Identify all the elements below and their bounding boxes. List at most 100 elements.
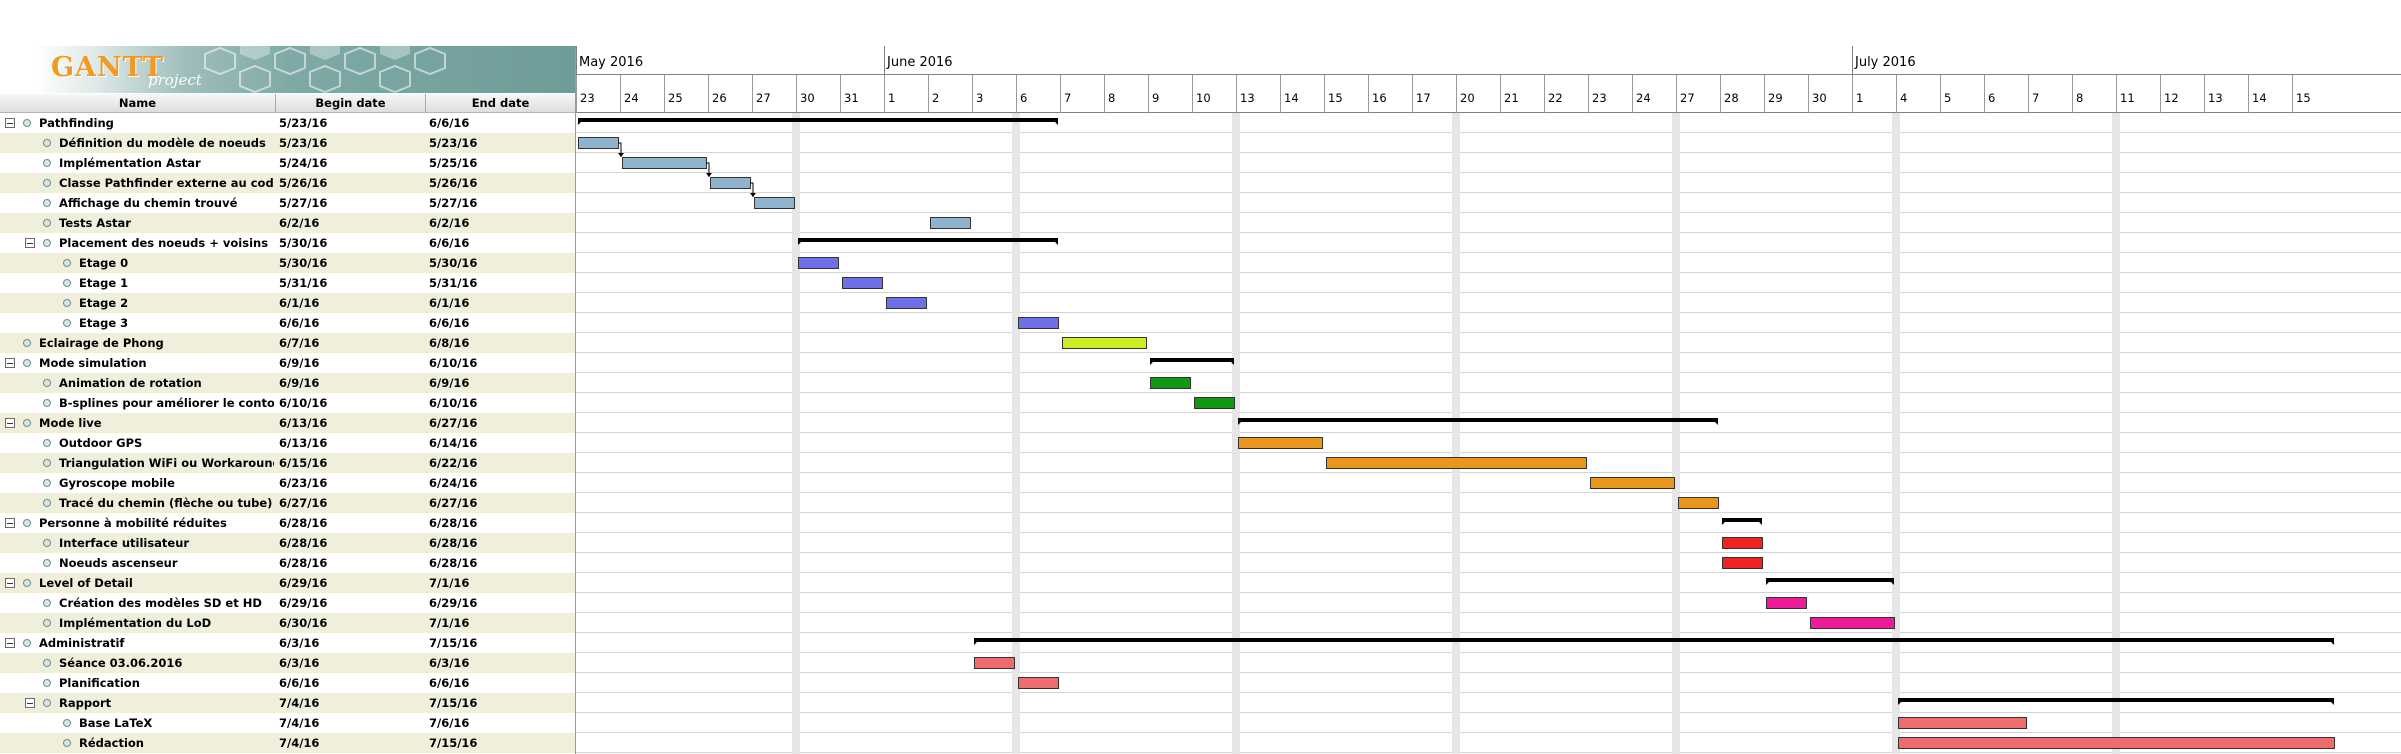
task-begin-date[interactable]: 6/28/16 bbox=[279, 536, 328, 550]
task-end-date[interactable]: 6/6/16 bbox=[429, 236, 470, 250]
task-begin-date[interactable]: 6/3/16 bbox=[279, 636, 320, 650]
task-end-date[interactable]: 7/15/16 bbox=[429, 736, 478, 750]
task-name-cell[interactable]: Création des modèles SD et HD bbox=[0, 593, 274, 613]
summary-bar[interactable] bbox=[1766, 578, 1894, 585]
task-end-date[interactable]: 5/27/16 bbox=[429, 196, 478, 210]
task-begin-date[interactable]: 6/9/16 bbox=[279, 356, 320, 370]
task-bar[interactable] bbox=[710, 177, 751, 189]
task-begin-date[interactable]: 6/28/16 bbox=[279, 516, 328, 530]
task-name-cell[interactable]: Mode simulation bbox=[0, 353, 274, 373]
task-end-date[interactable]: 7/1/16 bbox=[429, 616, 470, 630]
task-name-cell[interactable]: Level of Detail bbox=[0, 573, 274, 593]
task-name-cell[interactable]: Tracé du chemin (flèche ou tube) bbox=[0, 493, 274, 513]
task-name-cell[interactable]: Etage 1 bbox=[0, 273, 274, 293]
task-begin-date[interactable]: 6/13/16 bbox=[279, 436, 328, 450]
task-name-cell[interactable]: B-splines pour améliorer le contour bbox=[0, 393, 274, 413]
task-begin-date[interactable]: 6/23/16 bbox=[279, 476, 328, 490]
task-begin-date[interactable]: 6/3/16 bbox=[279, 656, 320, 670]
task-end-date[interactable]: 6/2/16 bbox=[429, 216, 470, 230]
collapse-toggle-icon[interactable] bbox=[5, 418, 15, 428]
task-end-date[interactable]: 5/25/16 bbox=[429, 156, 478, 170]
task-bar[interactable] bbox=[1326, 457, 1587, 469]
task-name-cell[interactable]: Définition du modèle de noeuds bbox=[0, 133, 274, 153]
task-name-cell[interactable]: Personne à mobilité réduites bbox=[0, 513, 274, 533]
table-row[interactable]: Personne à mobilité réduites 6/28/16 6/28/… bbox=[0, 513, 576, 533]
task-bar[interactable] bbox=[1810, 617, 1895, 629]
task-begin-date[interactable]: 6/7/16 bbox=[279, 336, 320, 350]
collapse-toggle-icon[interactable] bbox=[5, 578, 15, 588]
task-end-date[interactable]: 7/1/16 bbox=[429, 576, 470, 590]
table-row[interactable]: Définition du modèle de noeuds 5/23/16 5/2… bbox=[0, 133, 576, 153]
task-bar[interactable] bbox=[1062, 337, 1147, 349]
task-name-cell[interactable]: Triangulation WiFi ou Workaround bbox=[0, 453, 274, 473]
task-end-date[interactable]: 6/3/16 bbox=[429, 656, 470, 670]
task-begin-date[interactable]: 6/29/16 bbox=[279, 596, 328, 610]
task-bar[interactable] bbox=[886, 297, 927, 309]
collapse-toggle-icon[interactable] bbox=[25, 238, 35, 248]
task-begin-date[interactable]: 5/24/16 bbox=[279, 156, 328, 170]
task-bar[interactable] bbox=[1018, 677, 1059, 689]
summary-bar[interactable] bbox=[1898, 698, 2334, 705]
summary-bar[interactable] bbox=[974, 638, 2334, 645]
task-name-cell[interactable]: Séance 03.06.2016 bbox=[0, 653, 274, 673]
task-bar[interactable] bbox=[622, 157, 707, 169]
task-end-date[interactable]: 6/29/16 bbox=[429, 596, 478, 610]
task-begin-date[interactable]: 5/27/16 bbox=[279, 196, 328, 210]
column-header-end-date[interactable]: End date bbox=[426, 94, 576, 112]
task-begin-date[interactable]: 6/27/16 bbox=[279, 496, 328, 510]
task-begin-date[interactable]: 5/23/16 bbox=[279, 136, 328, 150]
task-bar[interactable] bbox=[798, 257, 839, 269]
task-begin-date[interactable]: 7/4/16 bbox=[279, 696, 320, 710]
task-end-date[interactable]: 6/9/16 bbox=[429, 376, 470, 390]
task-bar[interactable] bbox=[754, 197, 795, 209]
task-end-date[interactable]: 7/6/16 bbox=[429, 716, 470, 730]
summary-bar[interactable] bbox=[1150, 358, 1234, 365]
task-name-cell[interactable]: Implémentation du LoD bbox=[0, 613, 274, 633]
task-bar[interactable] bbox=[1194, 397, 1235, 409]
task-end-date[interactable]: 6/28/16 bbox=[429, 516, 478, 530]
task-bar[interactable] bbox=[974, 657, 1015, 669]
task-bar[interactable] bbox=[1018, 317, 1059, 329]
task-name-cell[interactable]: Noeuds ascenseur bbox=[0, 553, 274, 573]
task-end-date[interactable]: 5/31/16 bbox=[429, 276, 478, 290]
task-end-date[interactable]: 6/27/16 bbox=[429, 496, 478, 510]
task-end-date[interactable]: 6/10/16 bbox=[429, 396, 478, 410]
task-bar[interactable] bbox=[930, 217, 971, 229]
task-end-date[interactable]: 5/26/16 bbox=[429, 176, 478, 190]
task-end-date[interactable]: 6/1/16 bbox=[429, 296, 470, 310]
task-name-cell[interactable]: Administratif bbox=[0, 633, 274, 653]
task-begin-date[interactable]: 6/29/16 bbox=[279, 576, 328, 590]
collapse-toggle-icon[interactable] bbox=[5, 518, 15, 528]
task-bar[interactable] bbox=[1766, 597, 1807, 609]
summary-bar[interactable] bbox=[1722, 518, 1762, 525]
task-name-cell[interactable]: Pathfinding bbox=[0, 113, 274, 133]
task-name-cell[interactable]: Etage 2 bbox=[0, 293, 274, 313]
task-name-cell[interactable]: Interface utilisateur bbox=[0, 533, 274, 553]
task-end-date[interactable]: 5/23/16 bbox=[429, 136, 478, 150]
task-name-cell[interactable]: Mode live bbox=[0, 413, 274, 433]
task-end-date[interactable]: 7/15/16 bbox=[429, 696, 478, 710]
summary-bar[interactable] bbox=[798, 238, 1058, 245]
task-begin-date[interactable]: 6/9/16 bbox=[279, 376, 320, 390]
task-bar[interactable] bbox=[1898, 717, 2027, 729]
task-begin-date[interactable]: 7/4/16 bbox=[279, 736, 320, 750]
task-begin-date[interactable]: 6/28/16 bbox=[279, 556, 328, 570]
